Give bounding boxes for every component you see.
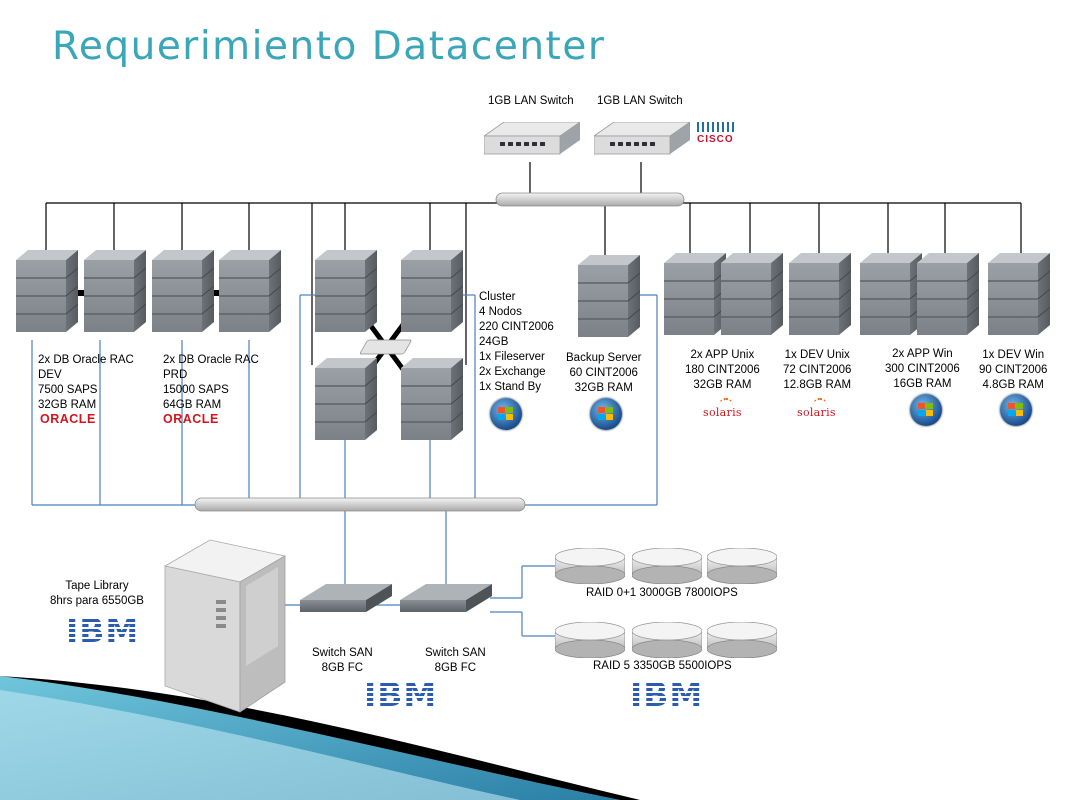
- cluster-node-2-icon: [401, 250, 463, 332]
- windows-logo-icon: [1000, 394, 1032, 426]
- lan-switch-1-label: 1GB LAN Switch: [488, 95, 574, 107]
- cluster-node-1-icon: [315, 250, 377, 332]
- raid5-disk-3-icon: [707, 622, 777, 658]
- raid5-label: RAID 5 3350GB 5500IOPS: [593, 660, 732, 672]
- raid5-disk-2-icon: [632, 622, 702, 658]
- san-switch-1-icon: [300, 584, 392, 612]
- raid01-label: RAID 0+1 3000GB 7800IOPS: [586, 587, 738, 599]
- solaris-logo-dev: solaris: [797, 398, 836, 419]
- ibm-logo-storage: IBM: [630, 675, 704, 714]
- windows-logo-icon: [590, 398, 622, 430]
- san-backbone-hub: [194, 497, 526, 512]
- cluster-node-3-icon: [315, 358, 377, 440]
- san-connections: [31, 294, 658, 637]
- lan-switch-2-icon: [594, 122, 690, 155]
- raid01-disk-2-icon: [632, 548, 702, 584]
- dev-unix-server-icon: [789, 253, 851, 335]
- tape-library-icon: [163, 539, 287, 713]
- lan-switch-1-icon: [484, 122, 580, 155]
- app-unix-server-1-icon: [664, 253, 726, 335]
- cisco-logo: CISCO: [697, 122, 734, 145]
- app-unix-server-2-icon: [721, 253, 783, 335]
- db-prd-server-2-icon: [219, 250, 281, 332]
- cluster-interconnect-icon: [360, 339, 412, 355]
- oracle-logo-prd: ORACLE: [163, 412, 219, 426]
- db-dev-server-1-icon: [16, 250, 78, 332]
- backup-server-icon: [578, 255, 640, 337]
- windows-logo-icon: [910, 394, 942, 426]
- solaris-logo-app: solaris: [703, 398, 742, 419]
- lan-switch-2-label: 1GB LAN Switch: [597, 95, 683, 107]
- ibm-logo-san: IBM: [364, 675, 438, 714]
- ibm-logo-tape: IBM: [66, 611, 140, 650]
- raid01-disk-1-icon: [555, 548, 625, 584]
- slide-swoosh-decoration: [0, 676, 640, 800]
- dev-win-server-icon: [988, 253, 1050, 335]
- oracle-logo-dev: ORACLE: [40, 412, 96, 426]
- db-prd-server-1-icon: [152, 250, 214, 332]
- cluster-node-4-icon: [401, 358, 463, 440]
- app-win-server-1-icon: [860, 253, 922, 335]
- app-win-server-2-icon: [917, 253, 979, 335]
- slide-title: Requerimiento Datacenter: [52, 24, 606, 69]
- raid5-disk-1-icon: [555, 622, 625, 658]
- windows-logo-icon: [490, 398, 522, 430]
- san-switch-2-icon: [400, 584, 492, 612]
- db-dev-server-2-icon: [84, 250, 146, 332]
- raid01-disk-3-icon: [707, 548, 777, 584]
- lan-backbone-hub: [495, 192, 685, 207]
